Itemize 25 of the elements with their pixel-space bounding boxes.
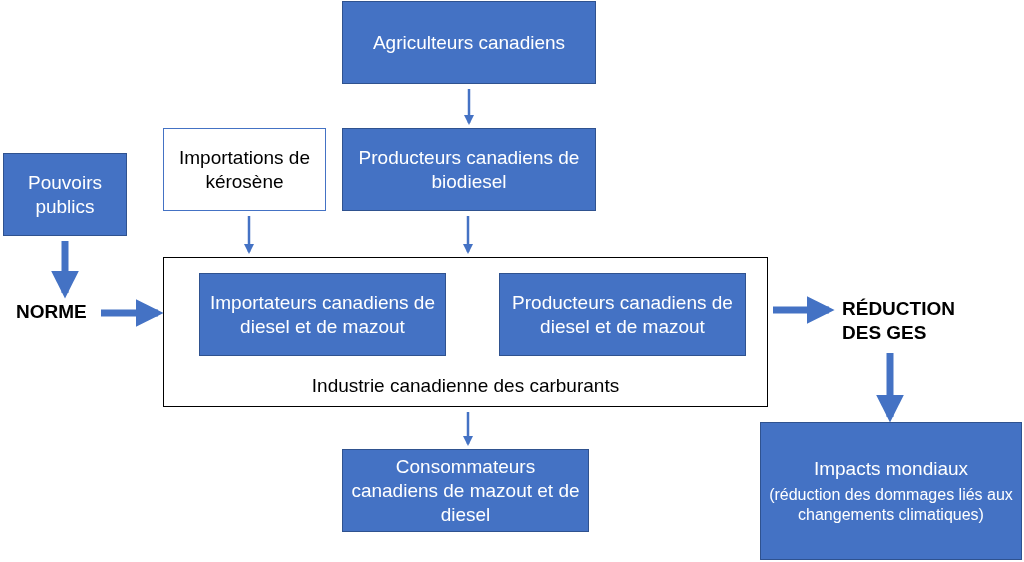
arrow <box>464 89 474 125</box>
group-box <box>163 257 768 407</box>
box-text: Importations de kérosène <box>178 145 311 194</box>
box-text: Importateurs canadiens de diesel et de mazout <box>209 290 436 339</box>
box-text: Agriculteurs canadiens <box>372 30 566 55</box>
process-box <box>342 449 589 532</box>
group-title: Industrie canadienne des carburants <box>310 374 621 398</box>
process-box <box>342 128 596 211</box>
process-box <box>3 153 127 236</box>
process-box <box>760 422 1022 560</box>
box-text: Impacts mondiaux <box>813 457 969 481</box>
box-text: RÉDUCTION DES GES <box>842 297 956 345</box>
box-subtext: (réduction des dommages liés aux changements climatiques) <box>769 485 1013 525</box>
arrow <box>463 412 473 446</box>
arrow <box>244 216 254 254</box>
process-box <box>342 1 596 84</box>
box-text: Pouvoirs publics <box>27 170 103 219</box>
arrow <box>463 216 473 254</box>
process-box <box>499 273 746 356</box>
box-text: Consommateurs canadiens de mazout et de diesel <box>351 454 580 527</box>
input-box <box>163 128 326 211</box>
box-text: NORME <box>16 300 88 324</box>
box-text: Producteurs canadiens de biodiesel <box>357 145 581 194</box>
box-text: Producteurs canadiens de diesel et de mazout <box>511 290 734 339</box>
process-box <box>199 273 446 356</box>
